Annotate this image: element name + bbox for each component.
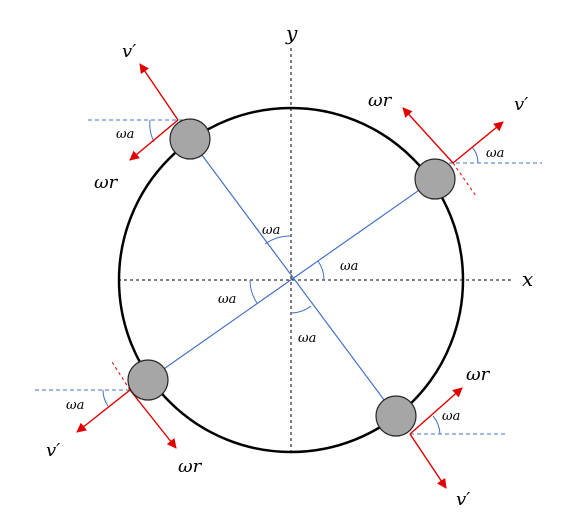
ball	[127, 359, 169, 401]
tangential-arrow	[129, 119, 179, 161]
tangential-label: ωr	[94, 172, 119, 193]
angle-label: ωa	[340, 259, 358, 274]
angle-arc	[264, 235, 292, 245]
velocity-label: v′	[46, 440, 60, 461]
y-axis-label: y	[285, 21, 298, 45]
angle-arc	[249, 279, 258, 304]
x-axis-label: x	[522, 267, 533, 291]
angle-label: ωa	[442, 409, 460, 424]
angle-label: ωa	[116, 127, 134, 142]
spoke-line	[147, 178, 436, 381]
angle-arc	[290, 305, 312, 314]
tangential-label: ωr	[466, 364, 491, 385]
angle-label: ωa	[486, 146, 504, 161]
angle-arc	[317, 260, 325, 281]
ball	[375, 395, 417, 437]
angle-arc	[471, 146, 479, 164]
velocity-arrow	[409, 433, 447, 489]
extension-line	[452, 162, 477, 197]
velocity-label: v′	[456, 489, 470, 510]
velocity-arrow	[452, 121, 504, 164]
angle-label: ωa	[298, 331, 316, 346]
angle-arc	[102, 389, 109, 407]
angle-arc	[149, 119, 155, 143]
tangential-label: ωr	[368, 90, 393, 111]
disk-circle	[117, 106, 465, 454]
tangential-arrow	[409, 387, 463, 435]
velocity-arrow	[76, 389, 131, 433]
spoke-line	[189, 138, 397, 417]
velocity-arrow	[139, 63, 179, 121]
tangential-label: ωr	[178, 456, 203, 477]
angle-label: ωa	[218, 292, 236, 307]
angle-label: ωa	[66, 398, 84, 413]
velocity-label: v′	[122, 41, 136, 62]
ball	[414, 158, 456, 200]
angle-arc	[432, 415, 441, 435]
tangential-arrow	[129, 389, 177, 449]
velocity-label: v′	[514, 94, 528, 115]
ball	[169, 118, 211, 160]
tangential-arrow	[402, 107, 454, 164]
extension-line	[111, 361, 131, 391]
angle-label: ωa	[262, 223, 280, 238]
